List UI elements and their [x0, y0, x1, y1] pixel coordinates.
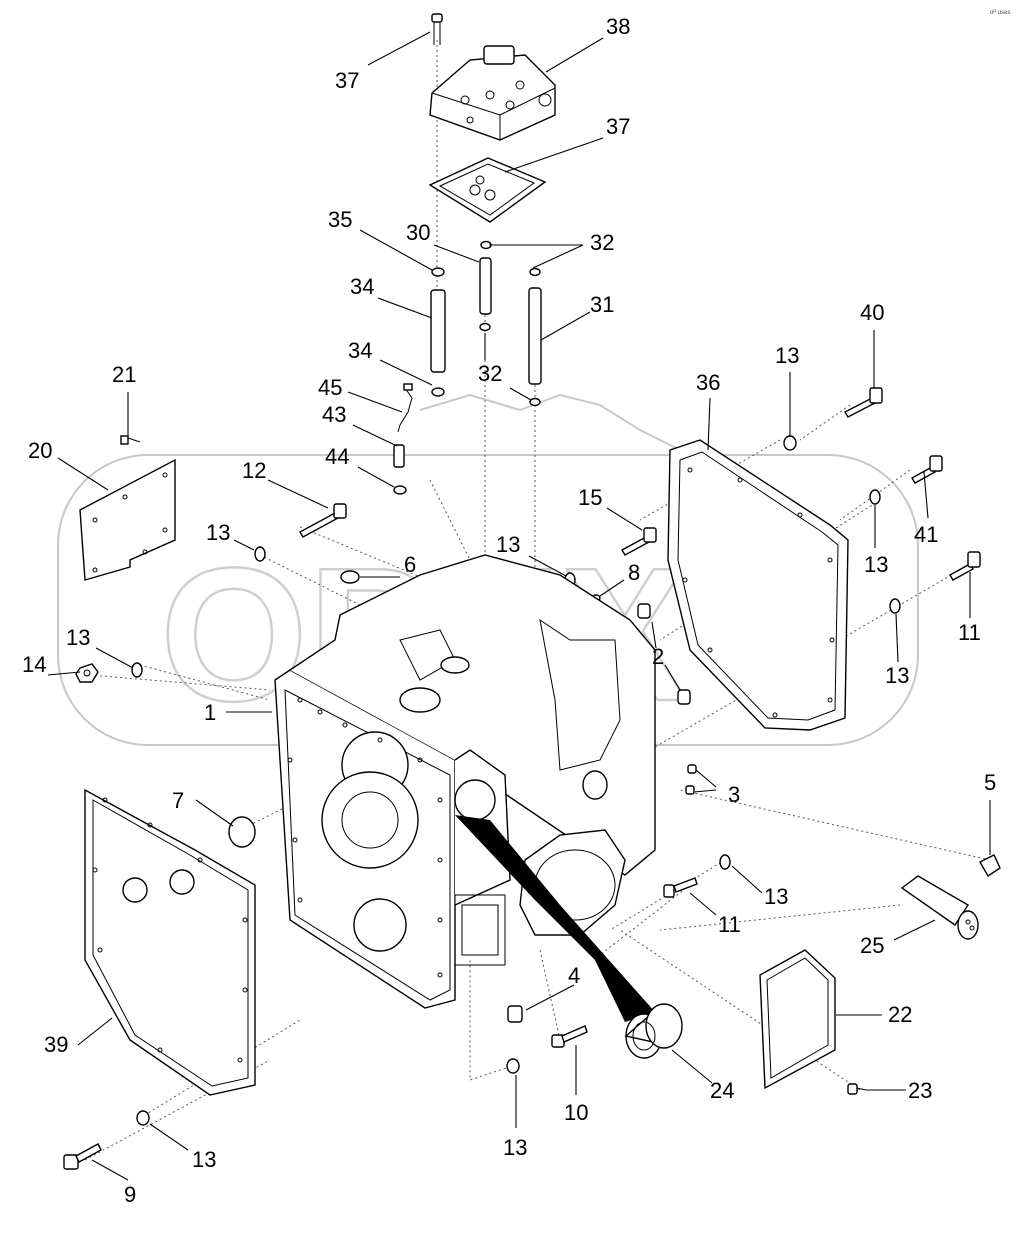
callout-13-b: 13	[496, 532, 520, 557]
callout-32-upper: 32	[590, 230, 614, 255]
callout-13-c: 13	[66, 625, 90, 650]
callout-labels: 37 38 37 35 30 32 34 31 34 32 45 43 44 2…	[22, 14, 996, 1207]
callout-43: 43	[322, 402, 346, 427]
callout-23: 23	[908, 1078, 932, 1103]
callout-13-d: 13	[775, 343, 799, 368]
callout-10: 10	[564, 1100, 588, 1125]
bolt-40	[844, 387, 883, 418]
pin-3	[685, 764, 697, 795]
callout-41: 41	[914, 522, 938, 547]
callout-13-g: 13	[764, 884, 788, 909]
valve-block-36	[429, 45, 556, 141]
pin-2	[637, 603, 691, 705]
callout-39: 39	[44, 1032, 68, 1057]
callout-13-a: 13	[206, 520, 230, 545]
callout-34-upper: 35	[328, 207, 352, 232]
callout-24: 24	[710, 1078, 734, 1103]
leader-lines	[47, 31, 991, 1181]
callout-9: 9	[124, 1182, 136, 1207]
bolt-11-lower	[663, 877, 698, 898]
callout-6: 6	[404, 552, 416, 577]
plug-6	[340, 570, 360, 584]
callout-45: 45	[318, 375, 342, 400]
bolt-12	[299, 503, 347, 538]
nut-14	[75, 663, 99, 683]
callout-13-i: 13	[192, 1147, 216, 1172]
bolt-10	[551, 1025, 588, 1048]
tube-31	[528, 287, 542, 385]
callout-3: 3	[728, 782, 740, 807]
callout-13-h: 13	[503, 1135, 527, 1160]
callout-15: 15	[578, 485, 602, 510]
tube-30	[479, 257, 492, 315]
callout-38: 36	[696, 370, 720, 395]
plug-4	[507, 1005, 523, 1023]
callout-40: 40	[860, 300, 884, 325]
callout-12: 12	[242, 458, 266, 483]
cover-plate-20	[79, 458, 176, 581]
callout-21: 21	[112, 362, 136, 387]
bolt-23	[847, 1083, 867, 1095]
callout-22: 22	[888, 1002, 912, 1027]
callout-44: 44	[325, 444, 349, 469]
tube-33	[430, 289, 446, 373]
callout-11-lower: 11	[718, 912, 741, 937]
bearing-24	[624, 1003, 683, 1059]
strap-band	[455, 815, 655, 1022]
o-rings	[393, 240, 541, 495]
callout-25: 25	[860, 933, 884, 958]
corner-mark: oᴿ uses	[990, 9, 1010, 16]
bolt-9	[63, 1143, 102, 1170]
sensor-assembly	[393, 383, 413, 468]
bolt-15	[621, 527, 657, 556]
plug-5	[979, 854, 1001, 877]
callout-5: 5	[984, 770, 996, 795]
callout-8: 8	[628, 560, 640, 585]
callout-20: 20	[28, 438, 52, 463]
callout-36: 38	[606, 14, 630, 39]
cover-plate-22	[759, 949, 836, 1090]
callout-13-e: 13	[864, 552, 888, 577]
bolt-37	[431, 13, 443, 45]
callout-34-lower: 34	[348, 338, 372, 363]
plug-7	[228, 816, 256, 848]
callout-7: 7	[172, 788, 184, 813]
bolt-41	[911, 455, 943, 484]
callout-30: 30	[406, 220, 430, 245]
gasket-39	[84, 788, 256, 1096]
callout-4: 4	[568, 963, 580, 988]
callout-37: 37	[335, 68, 359, 93]
callout-2: 2	[652, 644, 664, 669]
bolt-11-right	[949, 551, 981, 581]
callout-13-f: 13	[885, 663, 909, 688]
callout-33: 34	[350, 274, 374, 299]
callout-32-lower: 32	[478, 361, 502, 386]
callout-11-right: 11	[958, 620, 981, 645]
plug-25	[900, 875, 979, 940]
callout-31: 31	[590, 292, 614, 317]
gasket-35	[428, 157, 547, 223]
gasket-38	[667, 439, 849, 731]
callout-14: 14	[22, 652, 46, 677]
callout-35: 37	[606, 114, 630, 139]
bolt-21	[120, 435, 141, 445]
callout-1: 1	[204, 700, 216, 725]
